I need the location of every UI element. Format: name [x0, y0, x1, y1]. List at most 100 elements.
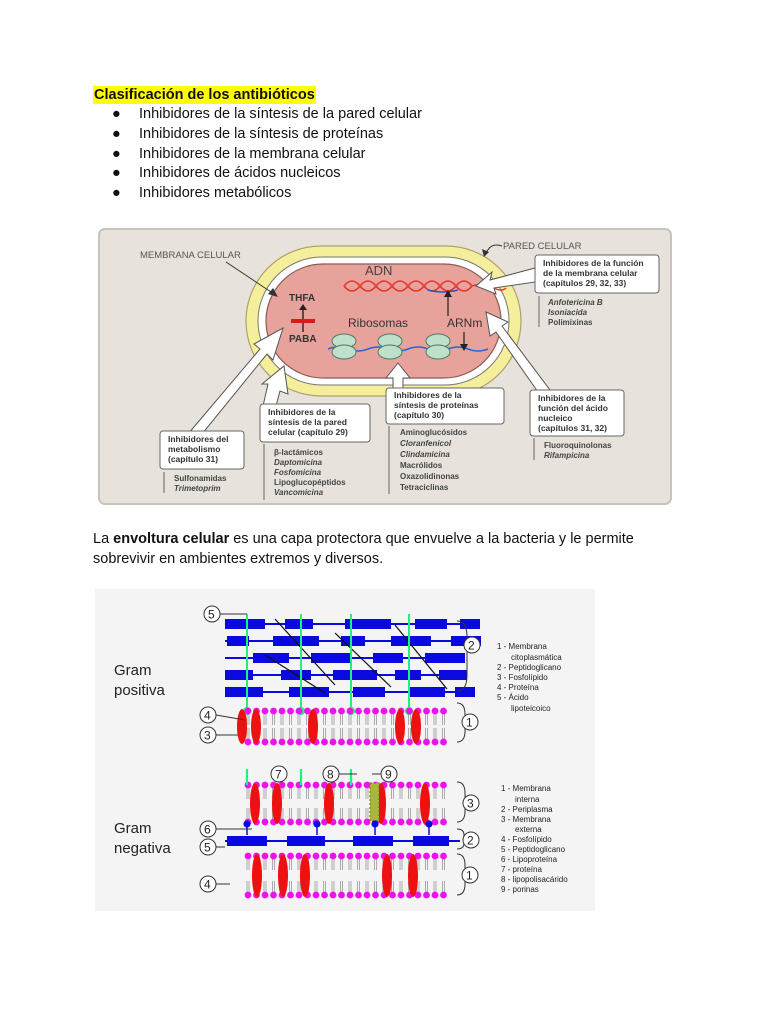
list-item-text: Inhibidores de la síntesis de proteínas	[139, 125, 384, 142]
dna-tail	[427, 289, 459, 293]
membrane-label: MEMBRANA CELULAR	[140, 250, 241, 261]
phospholipid-head	[278, 738, 286, 746]
membrane-protein	[250, 783, 260, 824]
svg-text:1 - Membrana: 1 - Membrana	[501, 784, 551, 793]
peptidoglycan-block	[391, 636, 431, 646]
peptidoglycan-block	[353, 687, 385, 697]
bullet-icon: ●	[112, 125, 121, 142]
phospholipid-head	[431, 818, 439, 826]
svg-text:5 - Ácido: 5 - Ácido	[497, 693, 529, 702]
svg-text:9: 9	[385, 768, 392, 782]
phospholipid-head	[338, 707, 345, 715]
svg-text:8 - lipopolisacárido: 8 - lipopolisacárido	[501, 875, 568, 884]
peptidoglycan-block	[460, 619, 480, 629]
phospholipid-head	[372, 891, 379, 899]
wall-label: PARED CELULAR	[503, 241, 582, 252]
phospholipid-head	[346, 707, 354, 715]
phospholipid-head	[321, 738, 328, 746]
phospholipid-head	[414, 891, 422, 899]
phospholipid-head	[440, 818, 447, 826]
svg-text:Inhibidores de la: Inhibidores de la	[268, 407, 336, 417]
number-marker: 7	[270, 765, 288, 783]
phospholipid-head	[261, 707, 269, 715]
svg-text:Daptomicina: Daptomicina	[274, 458, 323, 467]
section-heading: Clasificación de los antibióticos	[93, 86, 316, 104]
number-marker: 1	[461, 866, 479, 884]
phospholipid-head	[355, 738, 362, 746]
peptidoglycan-block	[287, 836, 325, 846]
legend-gram-positive: 1 - Membrana citoplasmática 2 - Peptidog…	[497, 642, 562, 713]
bullet-icon: ●	[112, 145, 121, 162]
peptidoglycan-block	[373, 653, 403, 663]
phospholipid-head	[346, 738, 354, 746]
peptidoglycan-block	[455, 687, 475, 697]
membrane-protein	[408, 854, 418, 897]
phospholipid-head	[372, 738, 379, 746]
list-item: ●Inhibidores de la membrana celular	[112, 145, 422, 165]
phospholipid-head	[278, 818, 286, 826]
svg-text:Inhibidores del: Inhibidores del	[168, 434, 228, 444]
list-item: ●Inhibidores de la síntesis de la pared …	[112, 105, 422, 125]
svg-text:Sulfonamidas: Sulfonamidas	[174, 474, 227, 483]
bracket	[456, 620, 468, 692]
phospholipid-head	[431, 852, 439, 860]
phospholipid-head	[406, 707, 413, 715]
phospholipid-head	[431, 781, 439, 789]
callout-arrow	[384, 362, 412, 389]
peptidoglycan-block	[425, 653, 465, 663]
svg-text:Polimixinas: Polimixinas	[548, 318, 593, 327]
phospholipid-head	[440, 852, 447, 860]
legend-gram-negative: 1 - Membrana interna 2 - Periplasma 3 - …	[501, 784, 568, 894]
lipoprotein-anchor	[243, 820, 251, 828]
membrane-protein	[324, 783, 334, 824]
membrane-protein	[411, 709, 421, 744]
phospholipid-head	[355, 818, 362, 826]
gram-positive-label: positiva	[114, 682, 166, 699]
svg-text:Cloranfenicol: Cloranfenicol	[400, 439, 452, 448]
phospholipid-head	[440, 891, 447, 899]
phospholipid-head	[397, 891, 405, 899]
callout-protein-synthesis: Inhibidores de la síntesis de proteínas …	[385, 387, 505, 494]
peptidoglycan-block	[253, 653, 289, 663]
callout-arrow	[186, 326, 284, 435]
phospholipid-head	[304, 707, 311, 715]
svg-text:citoplasmática: citoplasmática	[511, 653, 562, 662]
list-item-text: Inhibidores metabólicos	[139, 185, 292, 202]
inhibition-bar	[291, 319, 315, 323]
phospholipid-head	[287, 891, 294, 899]
svg-text:Inhibidores de la función: Inhibidores de la función	[543, 258, 644, 268]
svg-text:1 - Membrana: 1 - Membrana	[497, 642, 547, 651]
phospholipid-head	[287, 781, 294, 789]
cell-envelope-figure: Gram positiva Gram negativa 5 2 4 3 1 7 …	[95, 589, 595, 911]
peptidoglycan-block	[227, 636, 249, 646]
number-marker: 2	[462, 831, 480, 849]
svg-text:Rifampicina: Rifampicina	[544, 451, 590, 460]
svg-text:(capítulo 31): (capítulo 31)	[168, 454, 218, 464]
number-marker: 5	[203, 605, 221, 623]
membrane-protein	[278, 854, 288, 897]
peptidoglycan-block	[273, 636, 319, 646]
svg-text:Oxazolidinonas: Oxazolidinonas	[400, 472, 460, 481]
phospholipid-head	[363, 818, 371, 826]
list-item-text: Inhibidores de ácidos nucleicos	[139, 165, 341, 182]
svg-text:celular (capítulo 29): celular (capítulo 29)	[268, 427, 348, 437]
antibiotic-targets-figure: MEMBRANA CELULAR PARED CELULAR ADN THFA …	[98, 228, 672, 505]
dna-strand	[343, 280, 473, 292]
svg-text:lipoteicoico: lipoteicoico	[511, 704, 551, 713]
phospholipid-head	[406, 781, 413, 789]
paragraph-text: es una capa protectora que envuelve a la…	[93, 531, 634, 567]
phospholipid-head	[304, 738, 311, 746]
phospholipid-head	[440, 707, 447, 715]
svg-text:Inhibidores de la: Inhibidores de la	[538, 393, 606, 403]
gram-positive-label: Gram	[114, 662, 152, 679]
svg-text:1: 1	[466, 716, 473, 730]
phospholipid-head	[329, 852, 337, 860]
phospholipid-head	[389, 707, 396, 715]
callout-wall-synthesis: Inhibidores de la síntesis de la pared c…	[259, 403, 371, 500]
number-marker: 1	[461, 713, 479, 731]
phospholipid-head	[244, 738, 252, 746]
phospholipid-head	[295, 818, 303, 826]
phospholipid-head	[244, 707, 252, 715]
phospholipid-head	[363, 781, 371, 789]
svg-text:6 - Lipoproteína: 6 - Lipoproteína	[501, 855, 558, 864]
